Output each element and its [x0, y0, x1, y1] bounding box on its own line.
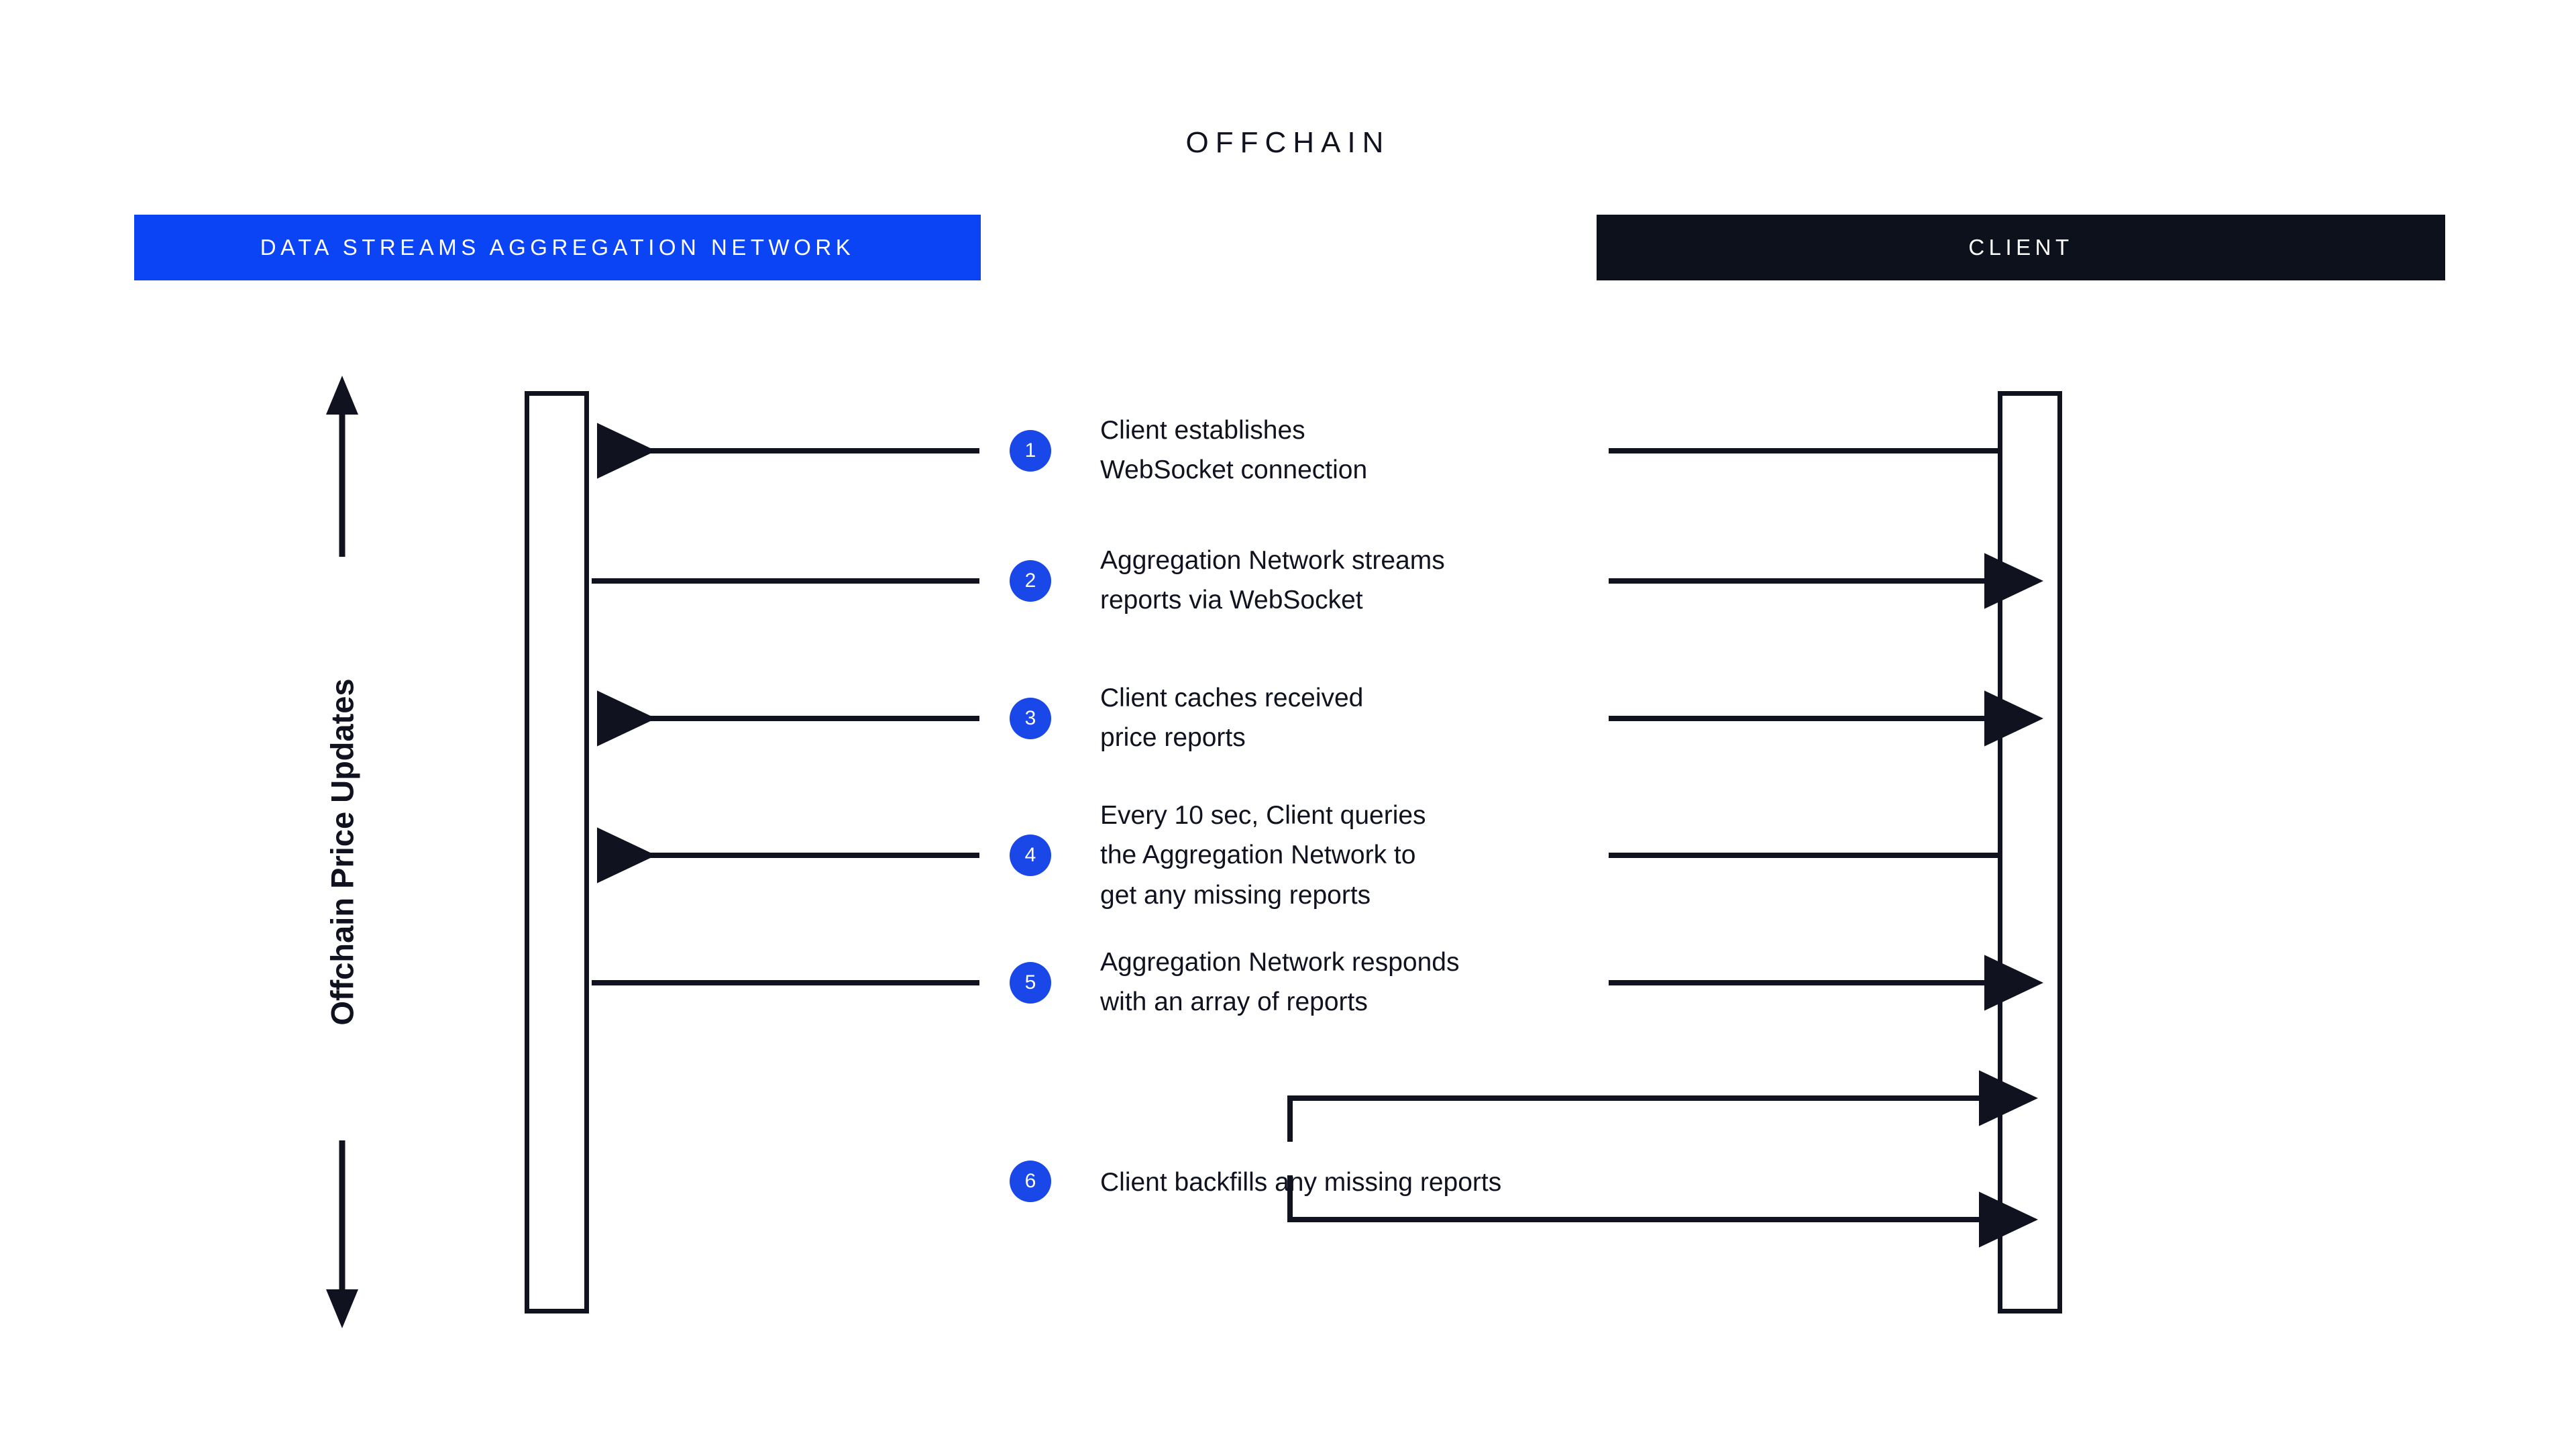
arrow-step-6-upper — [1287, 1070, 2038, 1142]
step-text-4: Every 10 sec, Client queries the Aggrega… — [1100, 801, 1426, 910]
step-text-3: Client caches received price reports — [1100, 684, 1364, 753]
lane-header-aggregation-network: DATA STREAMS AGGREGATION NETWORK — [134, 215, 981, 280]
step-badge-2[interactable]: 2 — [1010, 560, 1051, 602]
step-text-5: Aggregation Network responds with an arr… — [1100, 948, 1460, 1017]
vertical-double-arrow-icon — [326, 376, 358, 1328]
lifeline-client — [1998, 391, 2062, 1313]
offchain-price-updates-axis: Offchain Price Updates — [288, 376, 396, 1328]
page-title: OFFCHAIN — [1185, 126, 1391, 159]
step-badge-5[interactable]: 5 — [1010, 962, 1051, 1004]
step-badge-6[interactable]: 6 — [1010, 1161, 1051, 1202]
step-text-6: Client backfills any missing reports — [1100, 1168, 1502, 1197]
step-badge-1[interactable]: 1 — [1010, 430, 1051, 472]
lane-header-client: CLIENT — [1597, 215, 2445, 280]
step-text-1: Client establishes WebSocket connection — [1100, 416, 1368, 485]
axis-label-offchain-price-updates: Offchain Price Updates — [324, 678, 360, 1026]
lane-header-right-label: CLIENT — [1968, 235, 2074, 260]
step-text-2: Aggregation Network streams reports via … — [1100, 546, 1445, 615]
step-badge-3[interactable]: 3 — [1010, 698, 1051, 739]
step-badge-4[interactable]: 4 — [1010, 835, 1051, 876]
lane-header-left-label: DATA STREAMS AGGREGATION NETWORK — [260, 235, 855, 260]
lifeline-aggregation-network — [525, 391, 589, 1313]
